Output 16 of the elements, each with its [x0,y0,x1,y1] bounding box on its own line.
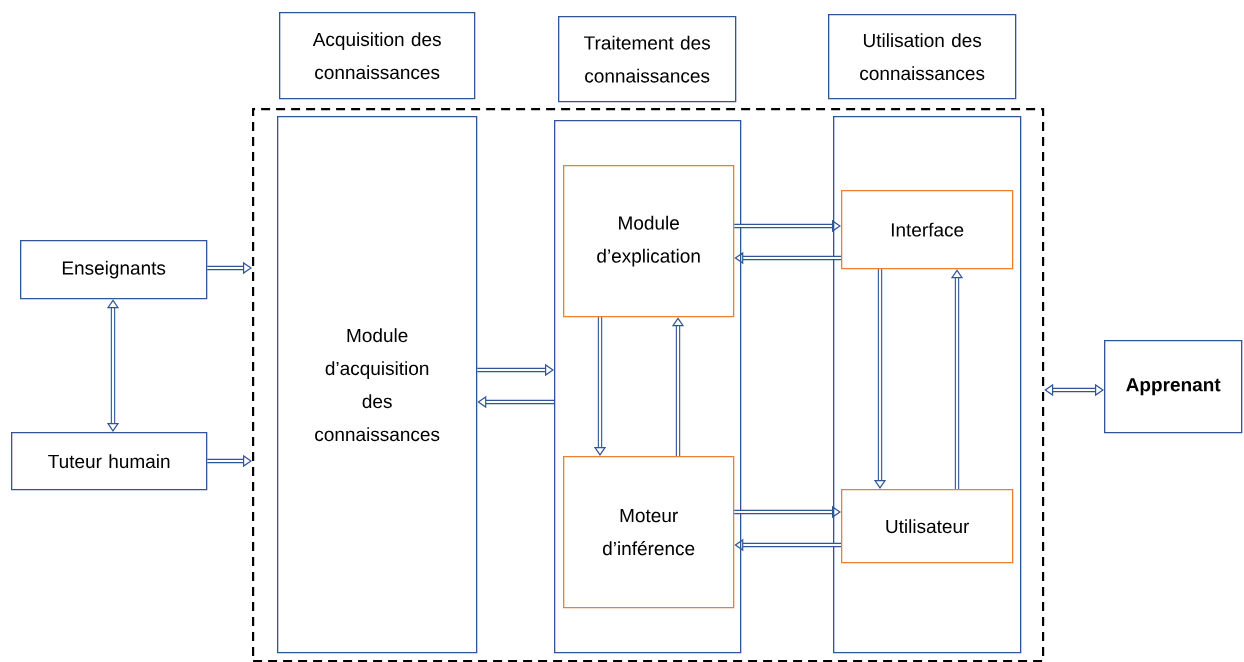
component-box: Interface [841,190,1014,270]
header-box: Traitement des connaissances [558,16,737,103]
header-box: Acquisition des connaissances [279,12,476,100]
actor-box: Tuteur humain [11,432,208,491]
column-box [833,116,1022,654]
header-box: Utilisation des connaissances [828,14,1017,100]
actor-box: Enseignants [20,240,208,300]
column-box [554,120,742,654]
module-box: Module d’explication [563,165,735,318]
actor-box: Apprenant [1104,340,1243,434]
component-box: Utilisateur [841,489,1014,564]
double-arrow [1044,383,1104,397]
dashed-boundary-box [252,108,1045,662]
module-box: Moteur d’inférence [563,456,735,609]
double-arrow [106,299,120,432]
module-box: Module d’acquisition des connaissances [277,116,478,654]
